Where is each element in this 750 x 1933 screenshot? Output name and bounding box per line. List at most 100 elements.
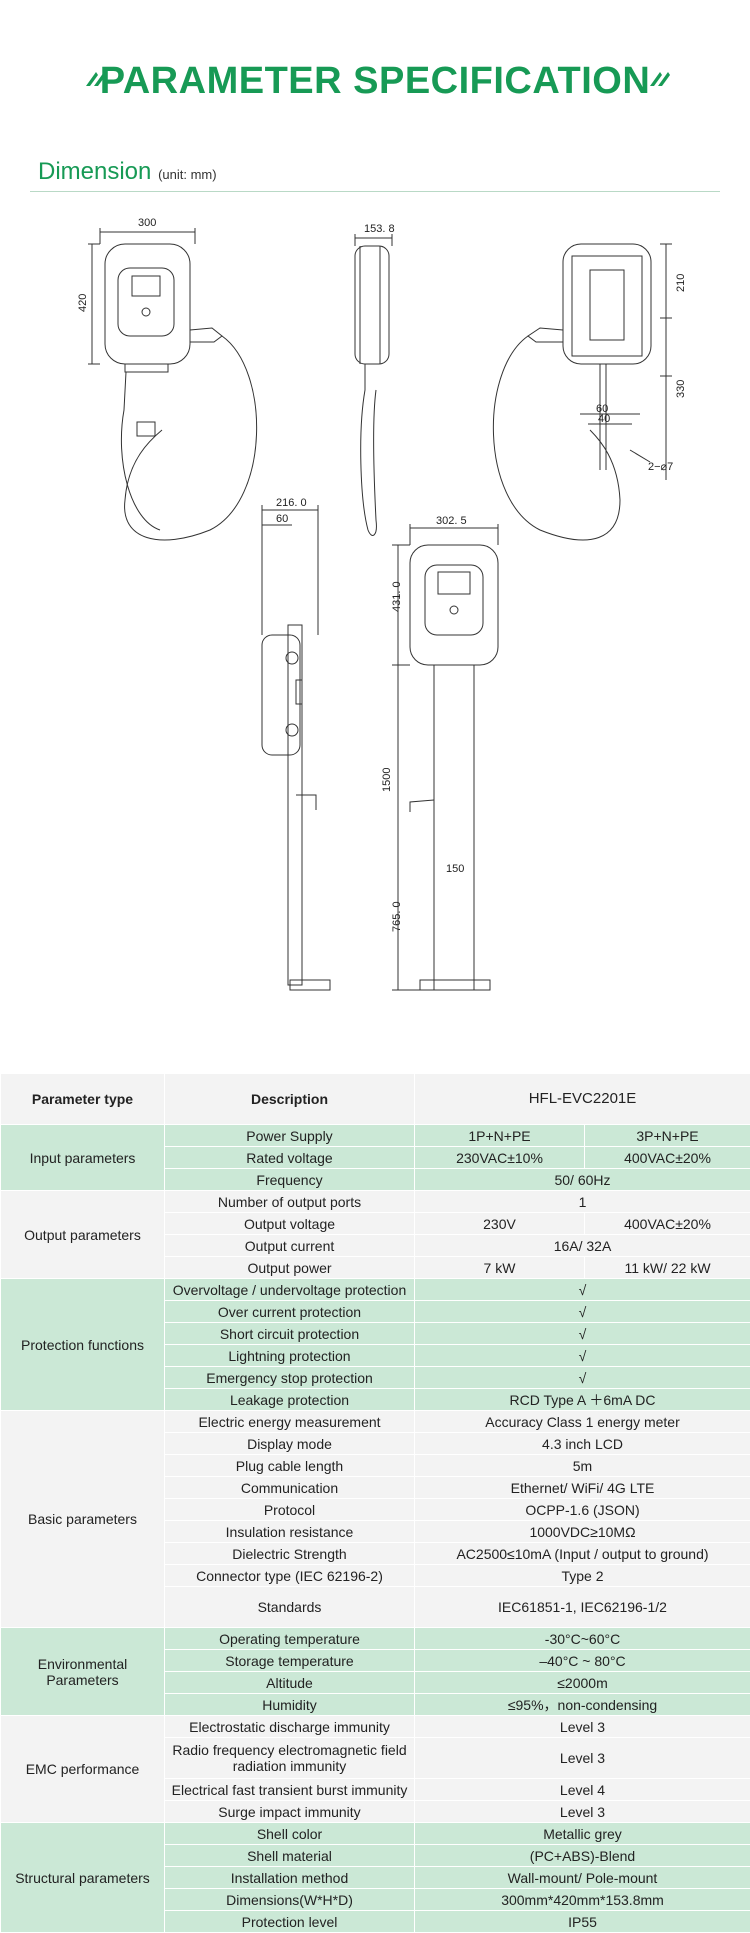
row-value: AC2500≤10mA (Input / output to ground) [415,1543,750,1565]
row-label: Radio frequency electromagnetic field ra… [165,1738,415,1779]
row-label: Output current [165,1235,415,1257]
header-parameter-type: Parameter type [1,1074,165,1125]
row-label: Storage temperature [165,1650,415,1672]
dim-pole-width: 302. 5 [436,515,467,527]
row-label: Short circuit protection [165,1323,415,1345]
row-label: Over current protection [165,1301,415,1323]
row-value: 16A/ 32A [415,1235,750,1257]
row-label: Electric energy measurement [165,1411,415,1433]
row-value: 400VAC±20% [585,1147,750,1169]
row-label: Lightning protection [165,1345,415,1367]
row-value: Level 4 [415,1779,750,1801]
row-value: –40°C ~ 80°C [415,1650,750,1672]
row-value: Metallic grey [415,1823,750,1845]
row-label: Standards [165,1587,415,1628]
page-title: PARAMETER SPECIFICATION [0,60,750,103]
row-label: Output power [165,1257,415,1279]
right-leaf-icon [648,68,674,88]
row-label: Output voltage [165,1213,415,1235]
row-value: Level 3 [415,1738,750,1779]
row-label: Electrical fast transient burst immunity [165,1779,415,1801]
pole-side-drawing [262,505,330,990]
dim-pole-1500: 1500 [381,768,393,792]
dim-pole-60: 60 [276,513,288,525]
dim-front-height: 420 [77,294,89,312]
row-value: 1000VDC≥10MΩ [415,1521,750,1543]
front-view-drawing [88,228,257,540]
row-value: ≤95%，non-condensing [415,1694,750,1716]
dim-back-40: 40 [598,413,610,425]
row-value: 230V [415,1213,585,1235]
row-value: 4.3 inch LCD [415,1433,750,1455]
header-model: HFL-EVC2201E [415,1074,750,1125]
dim-back-210: 210 [675,274,687,292]
row-label: Emergency stop protection [165,1367,415,1389]
back-view-drawing [493,244,672,540]
row-label: Overvoltage / undervoltage protection [165,1279,415,1301]
row-label: Surge impact immunity [165,1801,415,1823]
row-label: Communication [165,1477,415,1499]
group-label: Environmental Parameters [1,1628,165,1716]
row-value: Ethernet/ WiFi/ 4G LTE [415,1477,750,1499]
row-value: Accuracy Class 1 energy meter [415,1411,750,1433]
header-description: Description [165,1074,415,1125]
row-value: Level 3 [415,1716,750,1738]
dim-back-holes: 2−⌀7 [648,461,673,473]
row-value: √ [415,1323,750,1345]
dim-side-depth: 153. 8 [364,223,395,235]
spec-table: Parameter type Description HFL-EVC2201E … [0,1073,750,1933]
dimension-unit: (unit: mm) [158,167,217,182]
row-value: IEC61851-1, IEC62196-1/2 [415,1587,750,1628]
dim-front-width: 300 [138,217,156,229]
row-label: Electrostatic discharge immunity [165,1716,415,1738]
row-label: Connector type (IEC 62196-2) [165,1565,415,1587]
group-label: Structural parameters [1,1823,165,1933]
row-label: Operating temperature [165,1628,415,1650]
row-label: Number of output ports [165,1191,415,1213]
row-label: Installation method [165,1867,415,1889]
side-view-drawing [355,234,392,535]
row-label: Plug cable length [165,1455,415,1477]
row-value: RCD Type A ＋6mA DC [415,1389,750,1411]
row-label: Dimensions(W*H*D) [165,1889,415,1911]
row-value: (PC+ABS)-Blend [415,1845,750,1867]
row-value: -30°C~60°C [415,1628,750,1650]
dim-pole-150: 150 [446,863,464,875]
row-label: Leakage protection [165,1389,415,1411]
group-label: Output parameters [1,1191,165,1279]
row-label: Shell color [165,1823,415,1845]
row-label: Power Supply [165,1125,415,1147]
row-label: Dielectric Strength [165,1543,415,1565]
row-value: 400VAC±20% [585,1213,750,1235]
row-value: √ [415,1279,750,1301]
pole-front-drawing [392,524,498,990]
group-label: Basic parameters [1,1411,165,1628]
dim-pole-depth: 216. 0 [276,497,307,509]
row-label: Frequency [165,1169,415,1191]
page-header: PARAMETER SPECIFICATION [0,0,750,160]
row-label: Display mode [165,1433,415,1455]
row-label: Rated voltage [165,1147,415,1169]
dimension-heading: Dimension (unit: mm) [38,158,217,186]
dimension-title: Dimension [38,158,151,185]
row-value: Wall-mount/ Pole-mount [415,1867,750,1889]
row-label: Shell material [165,1845,415,1867]
row-value: OCPP-1.6 (JSON) [415,1499,750,1521]
row-value: 1 [415,1191,750,1213]
row-label: Humidity [165,1694,415,1716]
row-value: 1P+N+PE [415,1125,585,1147]
group-label: Protection functions [1,1279,165,1411]
spec-header-row: Parameter type Description HFL-EVC2201E [1,1074,750,1125]
row-value: 11 kW/ 22 kW [585,1257,750,1279]
row-label: Protocol [165,1499,415,1521]
row-value: 7 kW [415,1257,585,1279]
dim-pole-431: 431. 0 [391,581,403,612]
row-value: √ [415,1345,750,1367]
row-value: 230VAC±10% [415,1147,585,1169]
